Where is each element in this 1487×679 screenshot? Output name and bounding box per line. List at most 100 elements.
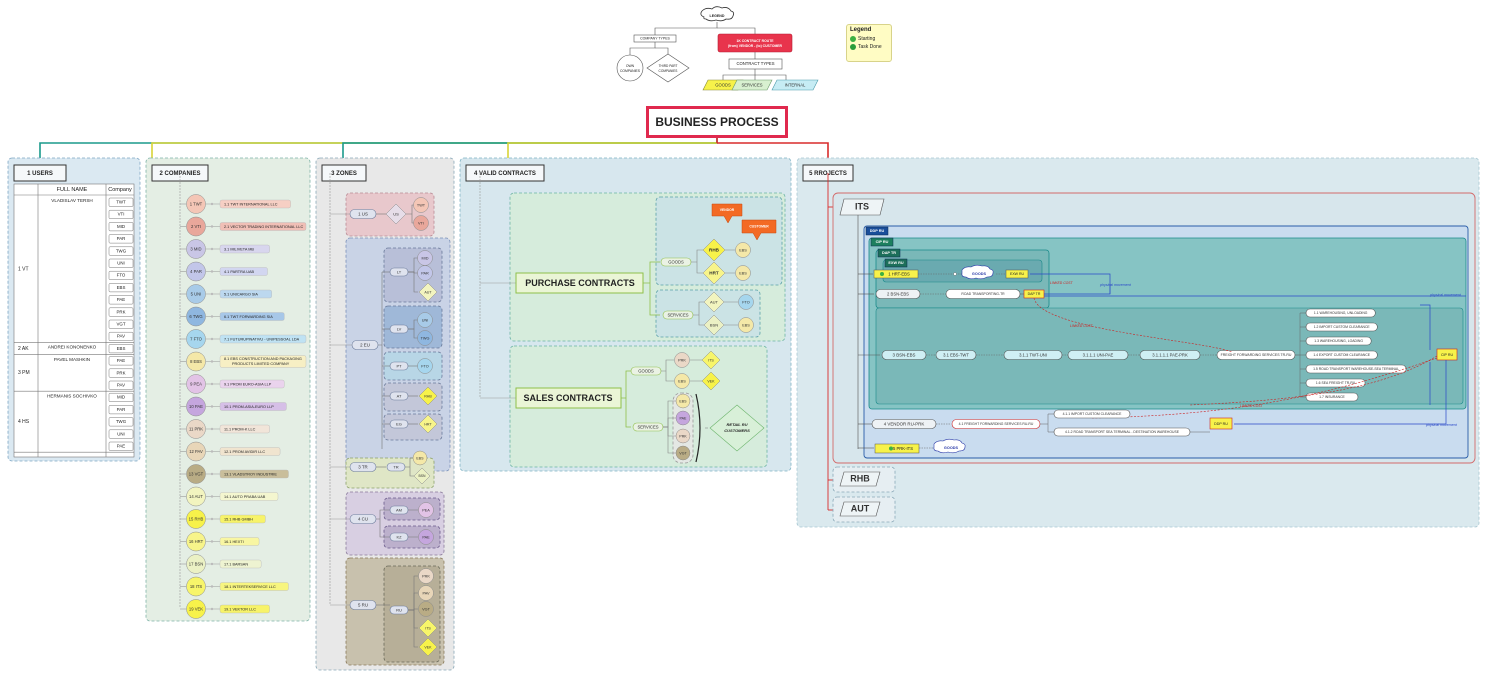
business-process-title[interactable]: BUSINESS PROCESS (646, 106, 788, 138)
service-node[interactable]: 4.1.2 ROAD TRANSPORT SEA TERMINAL - DEST… (1053, 427, 1191, 437)
company-full-name-tag[interactable] (219, 537, 260, 546)
company-full-name-tag[interactable] (219, 424, 270, 434)
company-node[interactable]: 9 PEA (186, 374, 206, 394)
company-chip[interactable] (108, 283, 134, 293)
zone-node[interactable]: 1 US (349, 209, 377, 219)
company-full-name-tag[interactable] (219, 355, 307, 368)
company-full-name-tag[interactable] (219, 244, 270, 254)
company-full-name-tag[interactable] (219, 514, 266, 524)
service-node[interactable]: 1.3 WAREHOUSING, LOADING (1305, 336, 1372, 346)
company-node[interactable]: ITS (418, 618, 438, 638)
company-node[interactable]: 11 PRK (186, 419, 206, 439)
chain-task-node[interactable]: 3.1.1.1 UNI-PAE (1067, 350, 1129, 360)
rhb-project-node[interactable]: RHB (839, 471, 881, 487)
company-chip[interactable] (108, 356, 134, 366)
company-chip[interactable] (108, 429, 134, 439)
vendor-node[interactable]: HRT (702, 261, 726, 285)
company-node[interactable]: PAE (675, 410, 691, 426)
incoterm-end-tag[interactable] (1436, 348, 1458, 361)
company-chip[interactable] (108, 319, 134, 329)
zone-hub-node[interactable]: US (385, 203, 407, 225)
company-node[interactable]: PAE (418, 529, 434, 545)
zones-header[interactable]: 3 ZONES (321, 164, 367, 182)
company-chip[interactable] (108, 441, 134, 451)
zone-node[interactable]: 2 EU (351, 340, 379, 350)
internal-type-node[interactable]: INTERNAL (771, 79, 819, 91)
company-chip[interactable] (108, 197, 134, 207)
company-node[interactable]: BSN (413, 467, 431, 485)
company-node[interactable]: PRK (418, 568, 434, 584)
company-chip[interactable] (108, 307, 134, 317)
retail-customers-node[interactable] (709, 404, 765, 452)
company-node[interactable]: 17 BSN (186, 554, 206, 574)
project-task-node[interactable] (874, 443, 920, 454)
services-branch-node[interactable]: SERVICES (662, 310, 694, 320)
zone-node[interactable]: 4 CU (349, 514, 377, 524)
company-node[interactable]: EBS (412, 450, 428, 466)
company-chip[interactable] (108, 295, 134, 305)
company-node[interactable]: PRK (674, 352, 690, 368)
company-full-name-tag[interactable] (219, 469, 289, 479)
zone-sub-node[interactable]: RU (389, 605, 409, 615)
zone-sub-node[interactable]: LV (389, 324, 409, 334)
vendor-node[interactable]: BSN (703, 314, 725, 336)
company-chip[interactable] (108, 380, 134, 390)
company-node[interactable]: 15 RHB (186, 509, 206, 529)
company-node[interactable]: 19 VEK (186, 599, 206, 619)
company-node[interactable]: 7 FTO (186, 329, 206, 349)
company-chip[interactable] (108, 258, 134, 268)
service-node[interactable]: 1.1 WAREHOUSING, UNLOADING (1305, 308, 1376, 318)
freight-forwarding-node[interactable]: 4.1 FREIGHT FORWARDING SERVICES RU-RU (951, 419, 1041, 429)
company-full-name-tag[interactable] (219, 582, 289, 591)
zone-sub-node[interactable]: LT (389, 267, 409, 277)
incoterm-tag[interactable] (884, 258, 908, 268)
contracts-header[interactable]: 4 VALID CONTRACTS (465, 164, 545, 182)
contract-types-node[interactable] (728, 58, 783, 70)
company-full-name-tag[interactable] (219, 492, 279, 501)
company-node[interactable]: TWG (417, 330, 433, 346)
company-full-name-tag[interactable] (219, 604, 270, 614)
company-node[interactable]: 1 TWT (186, 194, 206, 214)
zone-sub-node[interactable]: PT (389, 361, 409, 371)
company-node[interactable]: VEK (418, 637, 438, 657)
company-node[interactable]: 18 ITS (186, 576, 206, 597)
aut-project-node[interactable]: AUT (839, 501, 881, 517)
company-node[interactable]: FTO (417, 358, 433, 374)
company-node[interactable]: ITS (701, 350, 721, 370)
company-full-name-tag[interactable] (219, 334, 307, 344)
company-full-name-tag[interactable] (219, 289, 272, 299)
service-node[interactable]: 4.1.1 IMPORT CUSTOM CLEARANCE (1053, 409, 1131, 419)
company-chip[interactable] (108, 234, 134, 244)
company-full-name-tag[interactable] (219, 559, 262, 569)
company-full-name-tag[interactable] (219, 267, 268, 276)
company-node[interactable]: PAV (418, 585, 434, 601)
zone-node[interactable]: 3 TR (349, 462, 377, 472)
its-project-node[interactable]: ITS (839, 198, 885, 216)
company-node[interactable]: 10 PAE (186, 396, 206, 417)
company-chip[interactable] (108, 331, 134, 341)
project-task-node[interactable]: 3 BSN-EBS (881, 350, 927, 360)
service-node[interactable]: 1.7 INSURANCE (1305, 392, 1359, 402)
company-full-name-tag[interactable] (219, 402, 287, 411)
company-node[interactable]: 4 PAR (186, 261, 206, 282)
company-full-name-tag[interactable] (219, 199, 291, 209)
service-node[interactable]: 1.6 SEA FREIGHT TR-RU (1305, 378, 1366, 388)
chain-task-node[interactable]: 3.1 EBS-TWT (935, 350, 977, 360)
customer-node[interactable]: EBS (738, 317, 754, 333)
incoterm-tag[interactable] (870, 237, 894, 247)
company-node[interactable]: 3 MID (186, 239, 206, 259)
service-node[interactable]: 1.5 ROAD TRANSPORT WAREHOUSE-SEA TERMINA… (1305, 364, 1407, 374)
company-chip[interactable] (108, 417, 134, 427)
service-node[interactable]: 1.2 IMPORT CUSTOM CLEARANCE (1305, 322, 1378, 332)
services-type-node[interactable]: SERVICES (731, 79, 773, 91)
company-chip[interactable] (108, 222, 134, 232)
company-node[interactable]: 12 PAV (186, 441, 206, 462)
customer-node[interactable]: EBS (735, 242, 751, 258)
company-node[interactable]: VEK (701, 371, 721, 391)
company-node[interactable]: VGT (675, 445, 691, 461)
company-node[interactable]: PEA (418, 502, 434, 518)
project-task-node[interactable]: 4 VENDOR RU-PRK (871, 419, 937, 429)
company-node[interactable]: MID (417, 250, 433, 266)
incoterm-end-tag[interactable] (1209, 417, 1233, 430)
chain-task-node[interactable]: 3.1.1.1.1 PAE-PRK (1139, 350, 1201, 360)
